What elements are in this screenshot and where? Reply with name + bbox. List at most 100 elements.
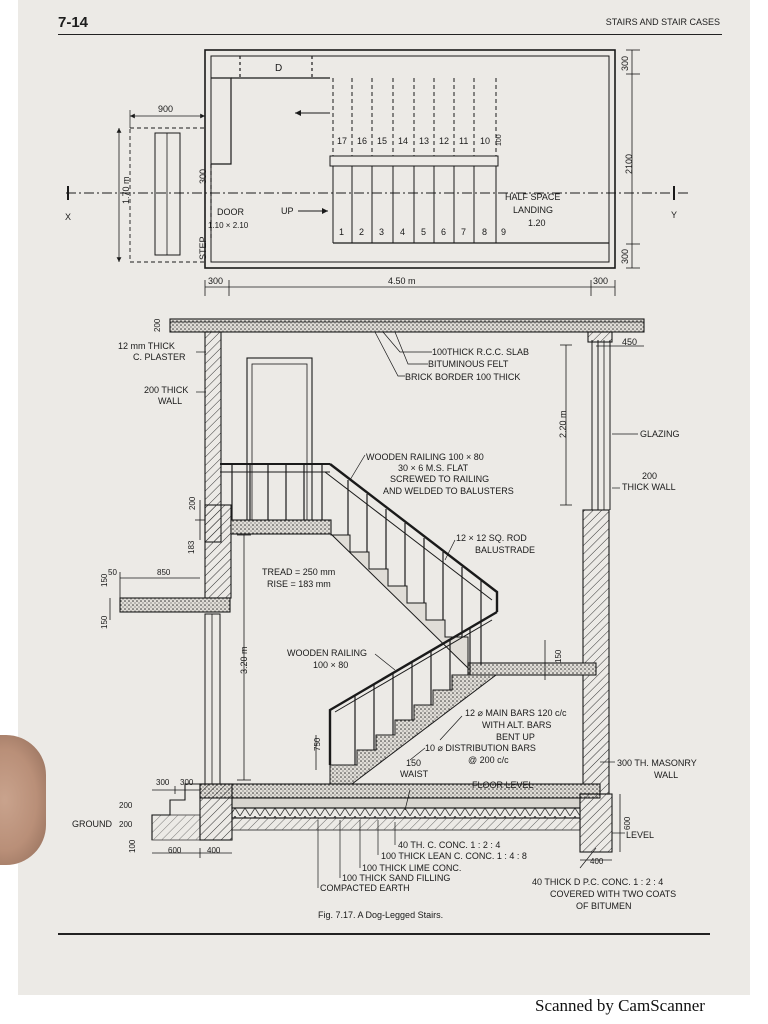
tread-number-up: 7 [461, 227, 466, 237]
dim-150-c: 150 [554, 649, 563, 663]
header-rule [58, 34, 722, 35]
dim-bottom-mid: 4.50 m [388, 276, 416, 286]
dim-750: 750 [313, 737, 322, 751]
dim-200-top: 200 [153, 318, 162, 332]
layer-1: 40 TH. C. CONC. 1 : 2 : 4 [398, 840, 500, 850]
main-bars-3: BENT UP [496, 732, 535, 742]
dim-50: 50 [108, 568, 117, 577]
dim-300-b: 300 [180, 778, 194, 787]
slab-label: 100THICK R.C.C. SLAB [432, 347, 529, 357]
step-label: STEP [198, 236, 208, 260]
dim-850: 850 [157, 568, 171, 577]
dim-150-a: 150 [100, 573, 109, 587]
section-x: X [65, 212, 71, 222]
plan-labels: D 900 300 2100 300 1.70 m 300 STEP DOOR … [65, 56, 677, 286]
scanner-watermark: Scanned by CamScanner [535, 996, 705, 1015]
tread-number-up: 2 [359, 227, 364, 237]
masonry-2: WALL [654, 770, 678, 780]
thick-wall-2: THICK WALL [622, 482, 676, 492]
dim-bottom-left: 300 [208, 276, 223, 286]
felt-label: BITUMINOUS FELT [428, 359, 509, 369]
waist-2: WAIST [400, 769, 429, 779]
tread-number-up: 4 [400, 227, 405, 237]
layer-4: 100 THICK SAND FILLING [342, 873, 450, 883]
figure-caption: Fig. 7.17. A Dog-Legged Stairs. [318, 910, 443, 920]
tread-number-up: 1 [339, 227, 344, 237]
dim-200-g2: 200 [119, 820, 133, 829]
wall-200-1: 200 THICK [144, 385, 188, 395]
level-label: LEVEL [626, 830, 654, 840]
thumb-photo [0, 735, 46, 865]
dim-600-bottom: 600 [168, 846, 182, 855]
section-labels: 200 450 12 mm THICK C. PLASTER 200 THICK… [72, 318, 697, 920]
dpc-1: 40 THICK D P.C. CONC. 1 : 2 : 4 [532, 877, 663, 887]
door-size: 1.10 × 2.10 [208, 221, 249, 230]
dim-150-b: 150 [100, 615, 109, 629]
plaster-2: C. PLASTER [133, 352, 186, 362]
plan-view [66, 49, 690, 296]
tread-label: TREAD = 250 mm [262, 567, 335, 577]
dim-300-right: 300 [620, 249, 630, 264]
rail-top-4: AND WELDED TO BALUSTERS [383, 486, 514, 496]
tread-number-down: 12 [439, 136, 449, 146]
dim-bottom-right: 300 [593, 276, 608, 286]
dim-400-bottom: 400 [207, 846, 221, 855]
tread-number-down: 15 [377, 136, 387, 146]
dim-2100: 2100 [624, 154, 634, 174]
wall-200-2: WALL [158, 396, 182, 406]
tread-number-up: 5 [421, 227, 426, 237]
dist-bars-1: 10 ⌀ DISTRIBUTION BARS [425, 743, 536, 753]
dim-300-step: 300 [198, 169, 208, 184]
dim-1-70: 1.70 m [121, 176, 131, 204]
dim-200-mid: 200 [188, 496, 197, 510]
dim-450: 450 [622, 337, 637, 347]
brick-border-label: BRICK BORDER 100 THICK [405, 372, 520, 382]
tread-number-up: 3 [379, 227, 384, 237]
running-title: STAIRS AND STAIR CASES [605, 17, 720, 27]
tread-number-up: 8 [482, 227, 487, 237]
half-space-1: HALF SPACE [505, 192, 560, 202]
half-space-size: 1.20 [528, 218, 546, 228]
section-view [109, 318, 645, 888]
layer-2: 100 THICK LEAN C. CONC. 1 : 4 : 8 [381, 851, 527, 861]
dim-3-20: 3.20 m [239, 646, 249, 674]
tread-number-down: 14 [398, 136, 408, 146]
rail-top-2: 30 × 6 M.S. FLAT [398, 463, 469, 473]
dim-300-a: 300 [156, 778, 170, 787]
ground-label: GROUND [72, 819, 112, 829]
dist-bars-2: @ 200 c/c [468, 755, 509, 765]
dim-300-top: 300 [620, 56, 630, 71]
dim-100-g: 100 [128, 839, 137, 853]
dim-100-plan: 100 [496, 134, 503, 146]
waist-1: 150 [406, 758, 421, 768]
door-mark: D [275, 63, 282, 74]
rail-low-1: WOODEN RAILING [287, 648, 367, 658]
door-label: DOOR [217, 207, 245, 217]
dim-200-g1: 200 [119, 801, 133, 810]
rail-top-1: WOODEN RAILING 100 × 80 [366, 452, 484, 462]
dim-900: 900 [158, 104, 173, 114]
rail-low-2: 100 × 80 [313, 660, 348, 670]
dpc-2: COVERED WITH TWO COATS [550, 889, 676, 899]
plaster-1: 12 mm THICK [118, 341, 175, 351]
tread-number-down: 16 [357, 136, 367, 146]
dim-2-20: 2.20 m [558, 410, 568, 438]
up-label: UP [281, 206, 294, 216]
rise-label: RISE = 183 mm [267, 579, 331, 589]
rod-1: 12 × 12 SQ. ROD [456, 533, 527, 543]
dim-600-right: 600 [623, 816, 632, 830]
tread-number-up: 6 [441, 227, 446, 237]
main-bars-1: 12 ⌀ MAIN BARS 120 c/c [465, 708, 567, 718]
bottom-rule [58, 933, 710, 935]
tread-number-down: 17 [337, 136, 347, 146]
masonry-1: 300 TH. MASONRY [617, 758, 697, 768]
main-bars-2: WITH ALT. BARS [482, 720, 551, 730]
layer-5: COMPACTED EARTH [320, 883, 410, 893]
section-y: Y [671, 210, 677, 220]
dim-183: 183 [187, 540, 196, 554]
thick-wall-1: 200 [642, 471, 657, 481]
rod-2: BALUSTRADE [475, 545, 535, 555]
